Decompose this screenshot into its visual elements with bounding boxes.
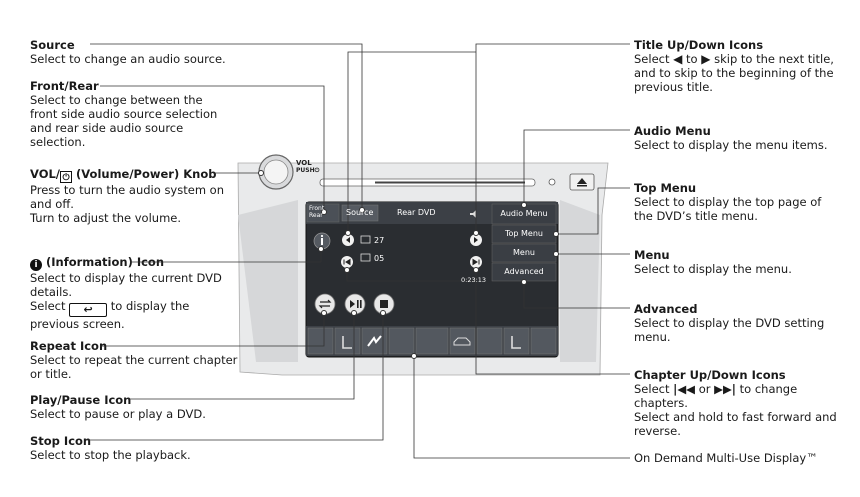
fan-icon	[367, 335, 382, 347]
eject-button	[569, 173, 595, 191]
callout-desc: Select ◀ to ▶ skip to the next title, an…	[634, 52, 834, 94]
chapter-next-icon: ▶▶|	[714, 382, 736, 396]
callout-title: Advanced	[634, 302, 698, 316]
callout-menu: Menu Select to display the menu.	[634, 248, 844, 276]
callout-title: Top Menu	[634, 181, 697, 195]
chapter-prev-icon: |◀◀	[673, 382, 696, 396]
seat-heater-right-icon	[511, 336, 521, 349]
vol-label: VOL PUSH⏻	[296, 159, 320, 175]
disc-slot	[319, 178, 536, 187]
callout-play-pause: Play/Pause Icon Select to pause or play …	[30, 393, 245, 421]
callout-desc: Select to display the menu items.	[634, 138, 828, 152]
callout-chapter-updown: Chapter Up/Down Icons Select |◀◀ or ▶▶| …	[634, 368, 844, 438]
audio-menu-label[interactable]: Audio Menu	[500, 209, 548, 218]
callout-title: VOL/⏻ (Volume/Power) Knob	[30, 167, 217, 183]
advanced-label[interactable]: Advanced	[504, 267, 544, 276]
front-label: Front	[309, 205, 325, 212]
callout-desc: Select to stop the playback.	[30, 448, 191, 462]
callout-label: On Demand Multi-Use Display™	[634, 451, 818, 465]
title-down-icon: ◀	[673, 52, 683, 66]
callout-vol-knob: VOL/⏻ (Volume/Power) Knob Press to turn …	[30, 167, 230, 225]
callout-top-menu: Top Menu Select to display the top page …	[634, 181, 839, 223]
title-up-button	[470, 234, 482, 246]
callout-stop: Stop Icon Select to stop the playback.	[30, 434, 245, 462]
rear-label: Rear	[309, 212, 323, 219]
callout-desc: Select to display the DVD setting menu.	[634, 316, 825, 344]
callout-title: Repeat Icon	[30, 339, 108, 353]
callout-desc: Select |◀◀ or ▶▶| to change chapters.	[634, 382, 798, 410]
title-down-button	[342, 234, 354, 246]
power-icon: ⏻	[60, 171, 73, 183]
on-demand-buttons	[307, 327, 557, 355]
car-icon	[453, 337, 471, 346]
callout-title: Play/Pause Icon	[30, 393, 132, 407]
callout-on-demand: On Demand Multi-Use Display™	[634, 451, 849, 465]
stop-button	[373, 293, 395, 315]
repeat-button	[314, 293, 336, 315]
callout-front-rear: Front/Rear Select to change between the …	[30, 79, 230, 149]
callout-title: Front/Rear	[30, 79, 99, 93]
play-pause-button	[344, 293, 366, 315]
callout-desc-2: Select ↩ to display the previous screen.	[30, 299, 190, 331]
callout-title-updown: Title Up/Down Icons Select ◀ to ▶ skip t…	[634, 38, 844, 94]
chapter-next-button	[470, 256, 482, 268]
callout-desc: Select to change an audio source.	[30, 52, 226, 66]
callout-audio-menu: Audio Menu Select to display the menu it…	[634, 124, 844, 152]
callout-desc: Press to turn the audio system on and of…	[30, 183, 224, 211]
callout-title: Chapter Up/Down Icons	[634, 368, 786, 382]
top-menu-label[interactable]: Top Menu	[504, 229, 543, 238]
touch-screen	[305, 201, 559, 358]
callout-desc: Select to display the menu.	[634, 262, 792, 276]
vol-knob	[258, 154, 294, 190]
callout-title: Title Up/Down Icons	[634, 38, 764, 52]
callout-repeat: Repeat Icon Select to repeat the current…	[30, 339, 245, 381]
callout-title: Stop Icon	[30, 434, 92, 448]
callout-desc: Select to change between the front side …	[30, 93, 218, 149]
callout-source: Source Select to change an audio source.	[30, 38, 245, 66]
callout-info-icon: i (Information) Icon Select to display t…	[30, 255, 240, 331]
elapsed-time: 0:23:13	[461, 276, 487, 284]
source-value: Rear DVD	[397, 208, 436, 217]
front-rear-toggle[interactable]: Front Rear	[309, 205, 324, 219]
title-number: 27	[374, 236, 385, 245]
callout-title: Source	[30, 38, 75, 52]
callout-desc: Select to pause or play a DVD.	[30, 407, 206, 421]
seat-heater-icon	[342, 336, 352, 349]
on-demand-display	[306, 326, 558, 356]
callout-desc: Select to display the current DVD detail…	[30, 271, 222, 299]
title-up-icon: ▶	[701, 52, 711, 66]
chapter-number: 05	[374, 254, 385, 263]
menu-label[interactable]: Menu	[513, 248, 535, 257]
info-button	[313, 232, 331, 250]
callout-desc-2: Turn to adjust the volume.	[30, 211, 182, 225]
callout-desc: Select to repeat the current chapter or …	[30, 353, 238, 381]
callout-desc-2: Select and hold to fast forward and reve…	[634, 410, 837, 438]
callout-desc: Select to display the top page of the DV…	[634, 195, 822, 223]
back-icon: ↩	[69, 303, 108, 317]
callout-title: Audio Menu	[634, 124, 711, 138]
info-icon: i	[30, 259, 42, 271]
callout-title: Menu	[634, 248, 670, 262]
callout-title: i (Information) Icon	[30, 255, 240, 271]
source-label[interactable]: Source	[346, 208, 374, 217]
chapter-prev-button	[341, 256, 353, 268]
callout-advanced: Advanced Select to display the DVD setti…	[634, 302, 834, 344]
